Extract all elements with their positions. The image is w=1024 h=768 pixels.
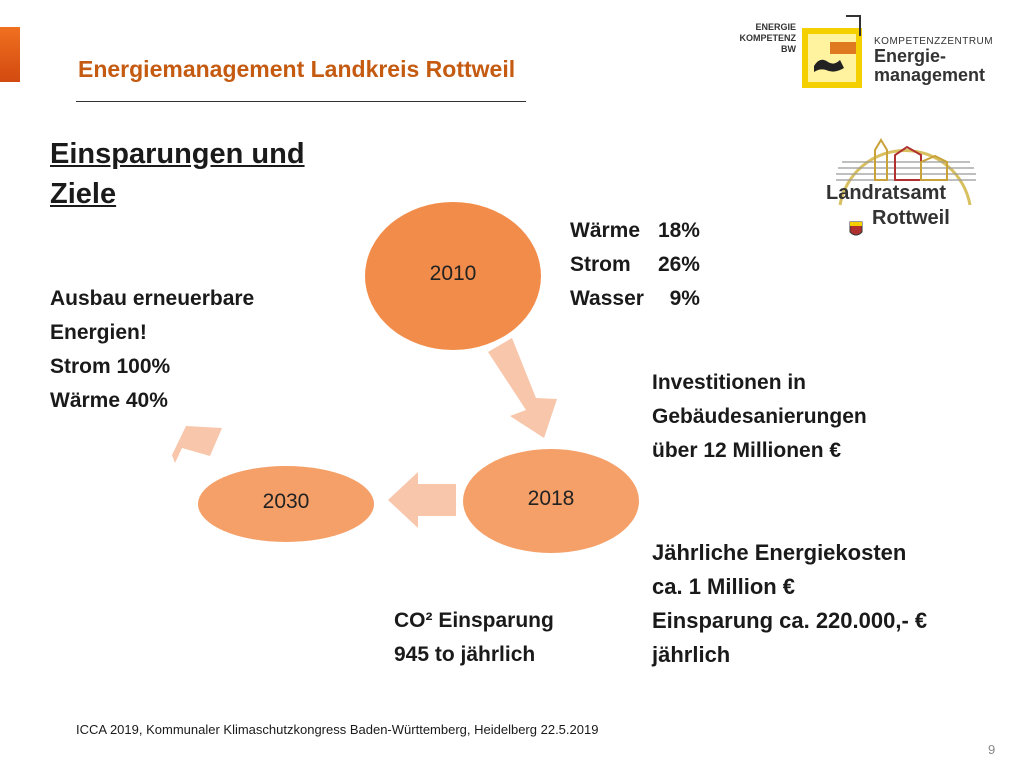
investments-line: Investitionen in [652,371,807,394]
goals-line: Energien! [50,321,147,344]
co2-savings-text: CO² Einsparung 945 to jährlich [394,604,554,672]
logo-kompetenzzentrum: KOMPETENZZENTRUM [874,36,994,47]
costs-line: jährlich [652,642,731,667]
savings-stats: Wärme 18% Strom 26% Wasser 9% [570,214,700,316]
year-2010-label: 2010 [429,262,477,285]
logo-line-energie: ENERGIE [755,22,796,32]
circle-2010 [365,202,541,350]
stat-row: Wärme 18% [570,214,700,248]
year-2030-label: 2030 [262,490,310,513]
investments-line: über 12 Millionen € [652,439,842,462]
logo-management: management [874,65,986,85]
arrow-2018-to-2030 [388,472,456,528]
landratsamt-logo: Landratsamt Rottweil [820,110,990,245]
co2-line: CO² Einsparung [394,609,554,632]
costs-line: ca. 1 Million € [652,574,796,599]
energy-costs-text: Jährliche Energiekosten ca. 1 Million € … [652,536,927,672]
footer-citation: ICCA 2019, Kommunaler Klimaschutzkongres… [76,722,599,737]
page-number: 9 [988,742,996,757]
stat-label: Wärme [570,219,641,242]
costs-line: Einsparung ca. 220.000,- € [652,608,928,633]
title-divider [76,101,526,102]
stat-value: 9% [669,287,700,310]
stat-label: Wasser [570,287,644,310]
circle-2030 [198,466,374,542]
investments-text: Investitionen in Gebäudesanierungen über… [652,366,867,468]
logo-line-kompetenz: KOMPETENZ [739,33,796,43]
goals-text: Ausbau erneuerbare Energien! Strom 100% … [50,282,254,418]
circle-2018 [463,449,639,553]
stat-label: Strom [570,253,631,276]
heading-line-2: Ziele [50,178,117,210]
stat-row: Strom 26% [570,248,700,282]
landratsamt-label: Landratsamt [826,182,947,204]
goals-line: Strom 100% [50,355,171,378]
section-heading: Einsparungen und Ziele [50,134,305,214]
landratsamt-emblem-icon [836,138,976,236]
slide-title: Energiemanagement Landkreis Rottweil [78,56,516,82]
logo-line-bw: BW [781,44,796,54]
energie-kompetenz-logo: ENERGIE KOMPETENZ BW KOMPETENZZENTRUM En… [728,10,998,90]
kompetenz-emblem-icon [802,15,862,88]
stat-value: 26% [657,253,700,276]
year-2018-label: 2018 [527,487,575,510]
goals-line: Ausbau erneuerbare [50,287,255,310]
costs-line: Jährliche Energiekosten [652,540,907,565]
arrow-2030-to-2010 [172,426,222,463]
stat-row: Wasser 9% [570,282,700,316]
investments-line: Gebäudesanierungen [652,405,867,428]
logo-energie: Energie- [874,46,947,66]
heading-line-1: Einsparungen und [50,138,305,170]
co2-line: 945 to jährlich [394,643,536,666]
rottweil-label: Rottweil [872,207,950,229]
goals-line: Wärme 40% [50,389,168,412]
arrow-2010-to-2018 [488,338,557,438]
accent-bar [0,27,20,82]
stat-value: 18% [657,219,700,242]
